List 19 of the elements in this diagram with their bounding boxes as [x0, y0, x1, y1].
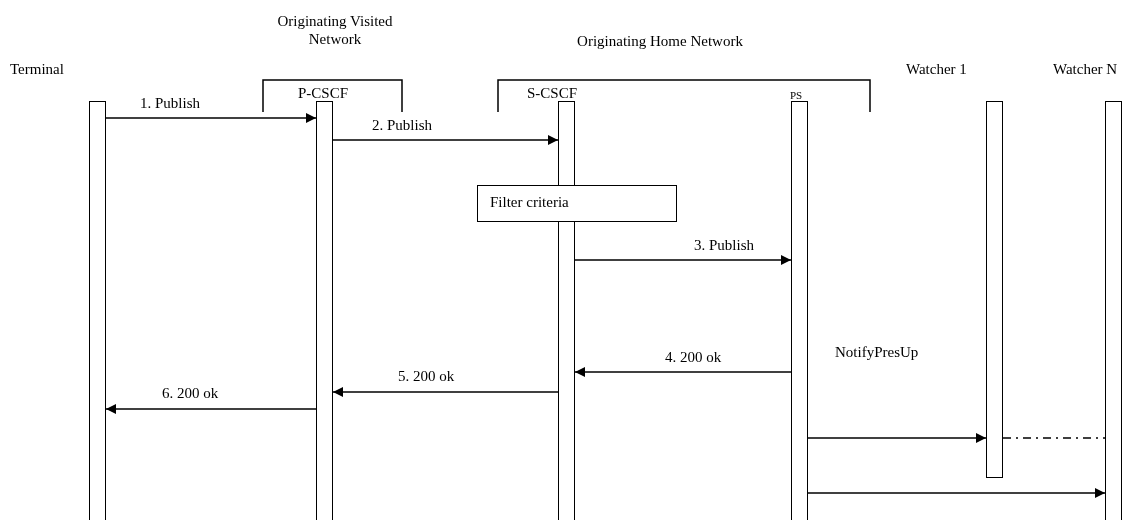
- group-heading: Originating Visited Network: [276, 12, 394, 48]
- message-arrow: [807, 433, 987, 443]
- participant-label: PS: [790, 88, 803, 103]
- participant-label: P-CSCF: [298, 84, 349, 102]
- participant-label: Watcher N: [1053, 60, 1118, 78]
- message-arrow: [332, 135, 559, 145]
- participant-label: S-CSCF: [527, 84, 578, 102]
- message-arrow: [574, 367, 792, 377]
- message-arrow: [332, 387, 559, 397]
- connector-line: [1002, 437, 1106, 439]
- message-arrow: [105, 404, 317, 414]
- process-box: Filter criteria: [477, 185, 677, 222]
- participant-label: Watcher 1: [906, 60, 967, 78]
- participant-label: Terminal: [10, 60, 64, 78]
- message-label: NotifyPresUp: [835, 343, 919, 361]
- message-arrow: [807, 488, 1106, 498]
- group-heading: Originating Home Network: [576, 32, 744, 50]
- message-arrow: [574, 255, 792, 265]
- message-arrow: [105, 113, 317, 123]
